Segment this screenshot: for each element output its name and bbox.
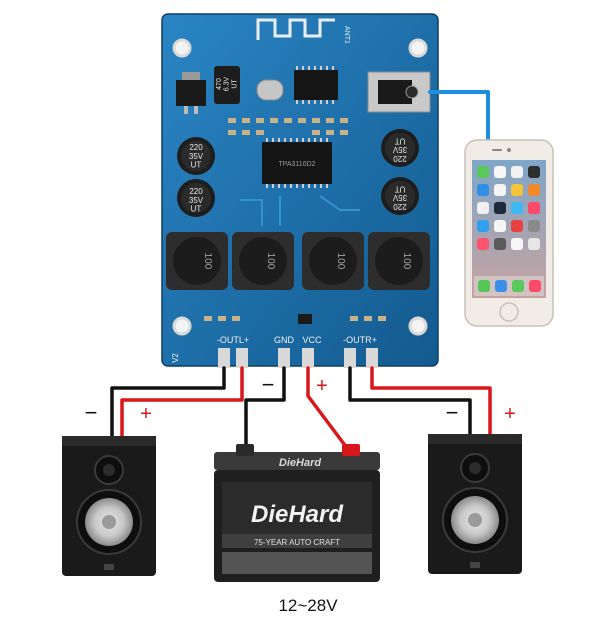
diode: [298, 314, 312, 324]
antenna-label: ANT1: [343, 26, 350, 44]
capacitor-220-tr: [381, 129, 419, 167]
inductor: [166, 232, 228, 290]
smd-components: [228, 118, 348, 135]
right-speaker: [428, 434, 522, 574]
inductor: [368, 232, 430, 290]
battery-negative-terminal: [236, 444, 254, 456]
wire-left-minus: [110, 366, 226, 446]
vcc-plus-sign: +: [316, 375, 328, 397]
capacitor-220-bl: [177, 179, 215, 217]
voltage-regulator: [176, 80, 206, 106]
supply-voltage-label: 12~28V: [278, 596, 338, 615]
aux-cable: [428, 90, 490, 150]
mount-hole: [408, 316, 428, 336]
port-outl-label: -OUTL+: [217, 335, 249, 345]
capacitor-470: [214, 66, 240, 104]
capacitor-220-br: [381, 177, 419, 215]
inductor: [232, 232, 294, 290]
wire-right-plus: [370, 366, 492, 442]
inductor-label: 100: [401, 253, 412, 270]
left-speaker: [62, 436, 156, 576]
terminal-pads: [218, 348, 378, 368]
mount-hole: [408, 38, 428, 58]
bluetooth-chip: [294, 70, 338, 100]
left-minus-sign: −: [85, 400, 98, 425]
capacitor-220-tl: [177, 137, 215, 175]
app-icons: [474, 166, 544, 296]
right-minus-sign: −: [446, 400, 459, 425]
home-button-icon: [499, 302, 519, 322]
wire-left-plus: [120, 366, 244, 446]
crystal: [256, 79, 284, 101]
wire-vcc: [306, 366, 352, 454]
amplifier-board: ANT1 4706.3VUT: [161, 13, 439, 368]
smartphone: [464, 139, 554, 327]
antenna-trace: [256, 18, 335, 40]
port-vcc-label: VCC: [302, 335, 322, 345]
inductor: [302, 232, 364, 290]
gnd-minus-sign: −: [262, 372, 275, 397]
cap-220-label: 22035VUT: [392, 184, 407, 211]
port-outr-label: -OUTR+: [343, 335, 377, 345]
inductor-label: 100: [265, 253, 276, 270]
inductor-label: 100: [202, 253, 213, 270]
amplifier-ic: [262, 142, 332, 184]
board-version: V2: [171, 353, 180, 363]
cap-220-label: 22035VUT: [392, 136, 407, 163]
wire-gnd: [244, 366, 286, 454]
battery-subtext: 75-YEAR AUTO CRAFT: [254, 538, 340, 547]
battery-top-brand: DieHard: [279, 457, 321, 469]
port-gnd-label: GND: [274, 335, 295, 345]
wires: [110, 90, 492, 454]
car-battery: DieHard DieHard 75-YEAR AUTO CRAFT: [214, 444, 380, 582]
right-plus-sign: +: [504, 403, 516, 425]
inductor-label: 100: [335, 253, 346, 270]
wire-right-minus: [348, 366, 472, 442]
cap-470-label: 4706.3VUT: [216, 76, 238, 91]
mount-hole: [172, 316, 192, 336]
battery-brand: DieHard: [251, 501, 344, 528]
amp-ic-label: TPA3116D2: [278, 161, 315, 168]
left-plus-sign: +: [140, 403, 152, 425]
battery-positive-terminal: [342, 444, 360, 456]
mount-hole: [172, 38, 192, 58]
